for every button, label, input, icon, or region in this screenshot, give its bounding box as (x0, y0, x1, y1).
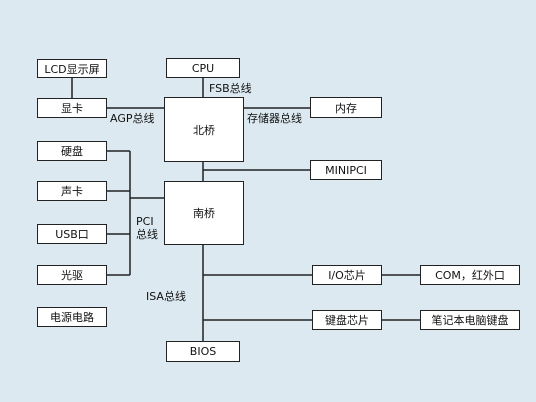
notebook-keyboard-box: 笔记本电脑键盘 (420, 310, 520, 330)
memory-bus-label: 存储器总线 (247, 112, 302, 125)
power-circuit-box: 电源电路 (37, 307, 107, 327)
pci-bus-label: PCI (136, 215, 154, 228)
com-infrared-box: COM，红外口 (420, 265, 520, 285)
io-chip-box: I/O芯片 (312, 265, 382, 285)
usb-port-box: USB口 (37, 224, 107, 244)
pci-bus-label-line2: 总线 (136, 228, 158, 241)
bios-box: BIOS (166, 341, 240, 362)
optical-drive-box: 光驱 (37, 265, 107, 285)
hard-disk-box: 硬盘 (37, 141, 107, 161)
southbridge-box: 南桥 (164, 181, 244, 245)
fsb-bus-label: FSB总线 (209, 82, 252, 95)
cpu-box: CPU (166, 58, 240, 78)
lcd-box: LCD显示屏 (37, 59, 107, 78)
memory-box: 内存 (310, 97, 382, 118)
agp-bus-label: AGP总线 (110, 112, 155, 125)
sound-card-box: 声卡 (37, 181, 107, 201)
keyboard-chip-box: 键盘芯片 (312, 310, 382, 330)
isa-bus-label: ISA总线 (146, 290, 186, 303)
northbridge-box: 北桥 (164, 97, 244, 162)
minipci-box: MINIPCI (310, 160, 382, 180)
graphics-card-box: 显卡 (37, 98, 107, 118)
